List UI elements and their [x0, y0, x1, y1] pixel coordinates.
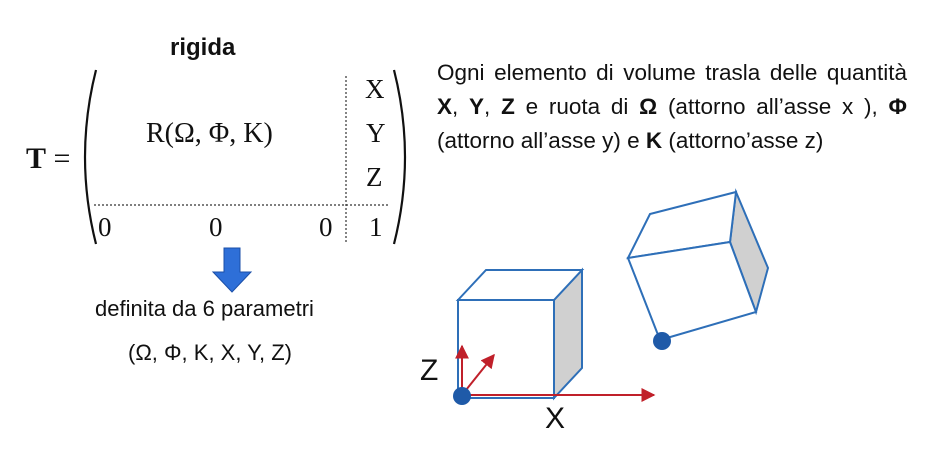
- bottom-row-0b: 0: [209, 212, 223, 242]
- rotation-block: R(Ω, Φ, K): [146, 118, 273, 150]
- bottom-row-1: 1: [369, 212, 383, 242]
- description-paragraph: Ogni elemento di volume trasla delle qua…: [437, 56, 907, 158]
- translation-x: X: [365, 74, 385, 104]
- desc-text-1: Ogni elemento di volume trasla delle qua…: [437, 60, 907, 85]
- parameters-list: (Ω, Φ, K, X, Y, Z): [128, 340, 293, 365]
- desc-phi: Φ: [888, 94, 907, 119]
- translation-y: Y: [366, 118, 386, 148]
- rotation-block-text: R(Ω, Φ, K): [146, 118, 273, 149]
- desc-x: X: [437, 94, 453, 119]
- matrix-right-bracket: [392, 69, 407, 245]
- matrix-left-bracket: [83, 69, 98, 245]
- down-arrow-icon: [211, 247, 253, 293]
- cube-rotated-icon: [626, 188, 770, 342]
- desc-text-3: (attorno all’asse x ),: [657, 94, 889, 119]
- origin-dot: [453, 387, 471, 405]
- desc-text-2: e ruota di: [514, 94, 640, 119]
- equals-sign: =: [53, 142, 71, 175]
- axis-label-z: Z: [420, 354, 439, 387]
- desc-omega: Ω: [639, 94, 658, 119]
- cube-upright-icon: [455, 267, 585, 401]
- t-symbol: T: [26, 142, 47, 175]
- desc-comma-1: ,: [452, 94, 470, 119]
- definition-text: definita da 6 parametri: [95, 296, 314, 321]
- bottom-row-0a: 0: [98, 212, 112, 242]
- bottom-row-0c: 0: [319, 212, 333, 242]
- rigida-label: rigida: [170, 34, 236, 61]
- desc-y: Y: [469, 94, 485, 119]
- desc-k: K: [645, 128, 663, 153]
- axis-y-arrow: [461, 353, 495, 396]
- axis-label-x: X: [545, 402, 566, 435]
- rotated-origin-dot: [653, 332, 671, 350]
- desc-text-4: (attorno all’asse y) e: [437, 128, 646, 153]
- matrix-equation-lhs: T =: [26, 142, 70, 176]
- translation-z: Z: [366, 162, 383, 192]
- desc-comma-2: ,: [484, 94, 502, 119]
- desc-z: Z: [501, 94, 515, 119]
- desc-text-5: (attorno’asse z): [662, 128, 824, 153]
